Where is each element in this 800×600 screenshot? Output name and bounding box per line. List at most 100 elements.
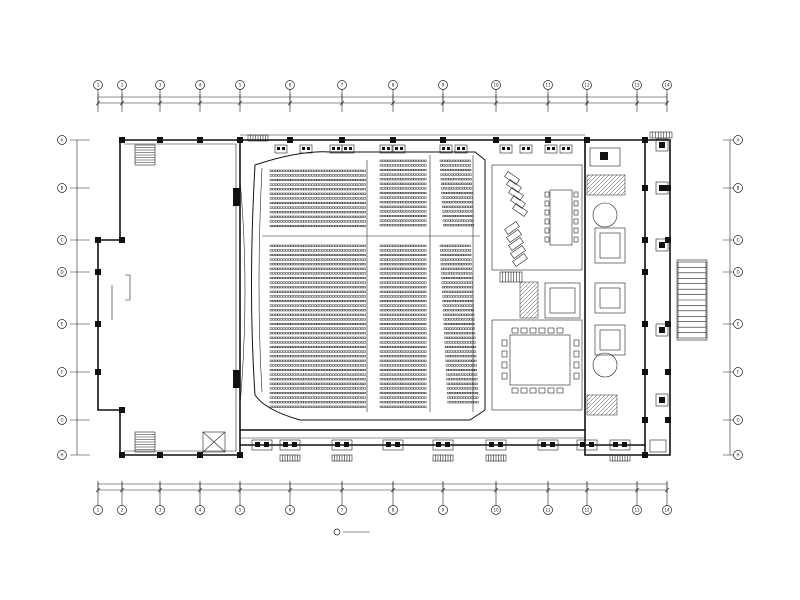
svg-text:13: 13 [634, 508, 640, 513]
svg-text:A: A [61, 138, 64, 143]
grid-bubble-5: 5 [235, 505, 245, 515]
grid-bubble-7: 7 [337, 80, 347, 90]
grid-bubble-F: F [733, 367, 743, 377]
svg-text:4: 4 [199, 508, 202, 513]
grid-bubble-C: C [733, 235, 743, 245]
svg-text:4: 4 [199, 83, 202, 88]
structural-columns [95, 137, 671, 458]
svg-text:H: H [60, 453, 63, 458]
grid-bubble-D: D [57, 267, 67, 277]
svg-text:12: 12 [584, 83, 590, 88]
svg-text:7: 7 [341, 83, 344, 88]
svg-text:13: 13 [634, 83, 640, 88]
svg-text:9: 9 [442, 508, 445, 513]
grid-bubble-G: G [57, 415, 67, 425]
vip-room-top [491, 164, 583, 271]
stage [111, 179, 246, 406]
svg-text:1: 1 [97, 508, 100, 513]
svg-text:F: F [737, 370, 740, 375]
grid-bubble-10: 10 [491, 505, 501, 515]
grid-bubble-6: 6 [285, 505, 295, 515]
grid-bubble-E: E [57, 319, 67, 329]
svg-text:3: 3 [159, 508, 162, 513]
grid-bubble-G: G [733, 415, 743, 425]
svg-text:F: F [61, 370, 64, 375]
grid-bubble-11: 11 [543, 80, 553, 90]
grid-bubble-B: B [733, 183, 743, 193]
grid-bubble-H: H [733, 450, 743, 460]
grid-bubble-F: F [57, 367, 67, 377]
grid-bubble-4: 4 [195, 505, 205, 515]
svg-text:7: 7 [341, 508, 344, 513]
grid-bubble-10: 10 [491, 80, 501, 90]
svg-text:14: 14 [664, 508, 670, 513]
grid-bubble-6: 6 [285, 80, 295, 90]
grid-bubble-9: 9 [438, 80, 448, 90]
svg-text:2: 2 [121, 83, 124, 88]
auditorium [251, 151, 486, 421]
svg-text:G: G [736, 418, 739, 423]
grid-bubble-C: C [57, 235, 67, 245]
stair-icon [134, 131, 707, 462]
upper-boxes [274, 144, 621, 167]
svg-text:5: 5 [239, 508, 242, 513]
svg-text:6: 6 [289, 83, 292, 88]
grid-bubble-12: 12 [582, 80, 592, 90]
grid-bubble-1: 1 [93, 505, 103, 515]
grid-bubble-9: 9 [438, 505, 448, 515]
grid-bubble-14: 14 [662, 80, 672, 90]
grid-bubble-8: 8 [388, 80, 398, 90]
grid-bubble-1: 1 [93, 80, 103, 90]
grid-bubble-5: 5 [235, 80, 245, 90]
grid-bubble-12: 12 [582, 505, 592, 515]
svg-text:E: E [61, 322, 64, 327]
svg-text:1: 1 [97, 83, 100, 88]
svg-text:11: 11 [545, 508, 551, 513]
svg-text:10: 10 [493, 83, 499, 88]
svg-text:8: 8 [392, 83, 395, 88]
svg-text:14: 14 [664, 83, 670, 88]
grid-bubble-2: 2 [117, 505, 127, 515]
grid-bubble-A: A [733, 135, 743, 145]
grid-bubble-3: 3 [155, 80, 165, 90]
svg-text:2: 2 [121, 508, 124, 513]
grid-bubble-H: H [57, 450, 67, 460]
grid-bubble-2: 2 [117, 80, 127, 90]
svg-text:B: B [737, 186, 740, 191]
dimension-lines [70, 94, 743, 493]
svg-text:D: D [60, 270, 63, 275]
vip-room-bottom [491, 319, 583, 411]
svg-text:11: 11 [545, 83, 551, 88]
svg-text:D: D [736, 270, 739, 275]
grid-bubble-D: D [733, 267, 743, 277]
grid-bubble-13: 13 [632, 505, 642, 515]
grid-bubbles-right: A B C D E F G H [733, 135, 743, 460]
svg-text:C: C [61, 238, 64, 243]
grid-bubble-3: 3 [155, 505, 165, 515]
svg-text:C: C [737, 238, 740, 243]
svg-text:6: 6 [289, 508, 292, 513]
grid-bubble-4: 4 [195, 80, 205, 90]
svg-text:G: G [60, 418, 63, 423]
grid-bubble-7: 7 [337, 505, 347, 515]
svg-text:8: 8 [392, 508, 395, 513]
lobby-tiles [519, 174, 626, 416]
svg-text:10: 10 [493, 508, 499, 513]
svg-text:H: H [736, 453, 739, 458]
svg-text:12: 12 [584, 508, 590, 513]
grid-bubble-13: 13 [632, 80, 642, 90]
svg-text:B: B [61, 186, 64, 191]
grid-bubble-14: 14 [662, 505, 672, 515]
grid-bubble-11: 11 [543, 505, 553, 515]
svg-text:9: 9 [442, 83, 445, 88]
svg-text:A: A [737, 138, 740, 143]
svg-text:E: E [737, 322, 740, 327]
grid-bubble-8: 8 [388, 505, 398, 515]
grid-bubble-B: B [57, 183, 67, 193]
svg-text:3: 3 [159, 83, 162, 88]
seating-blocks [262, 155, 480, 412]
grid-bubble-A: A [57, 135, 67, 145]
